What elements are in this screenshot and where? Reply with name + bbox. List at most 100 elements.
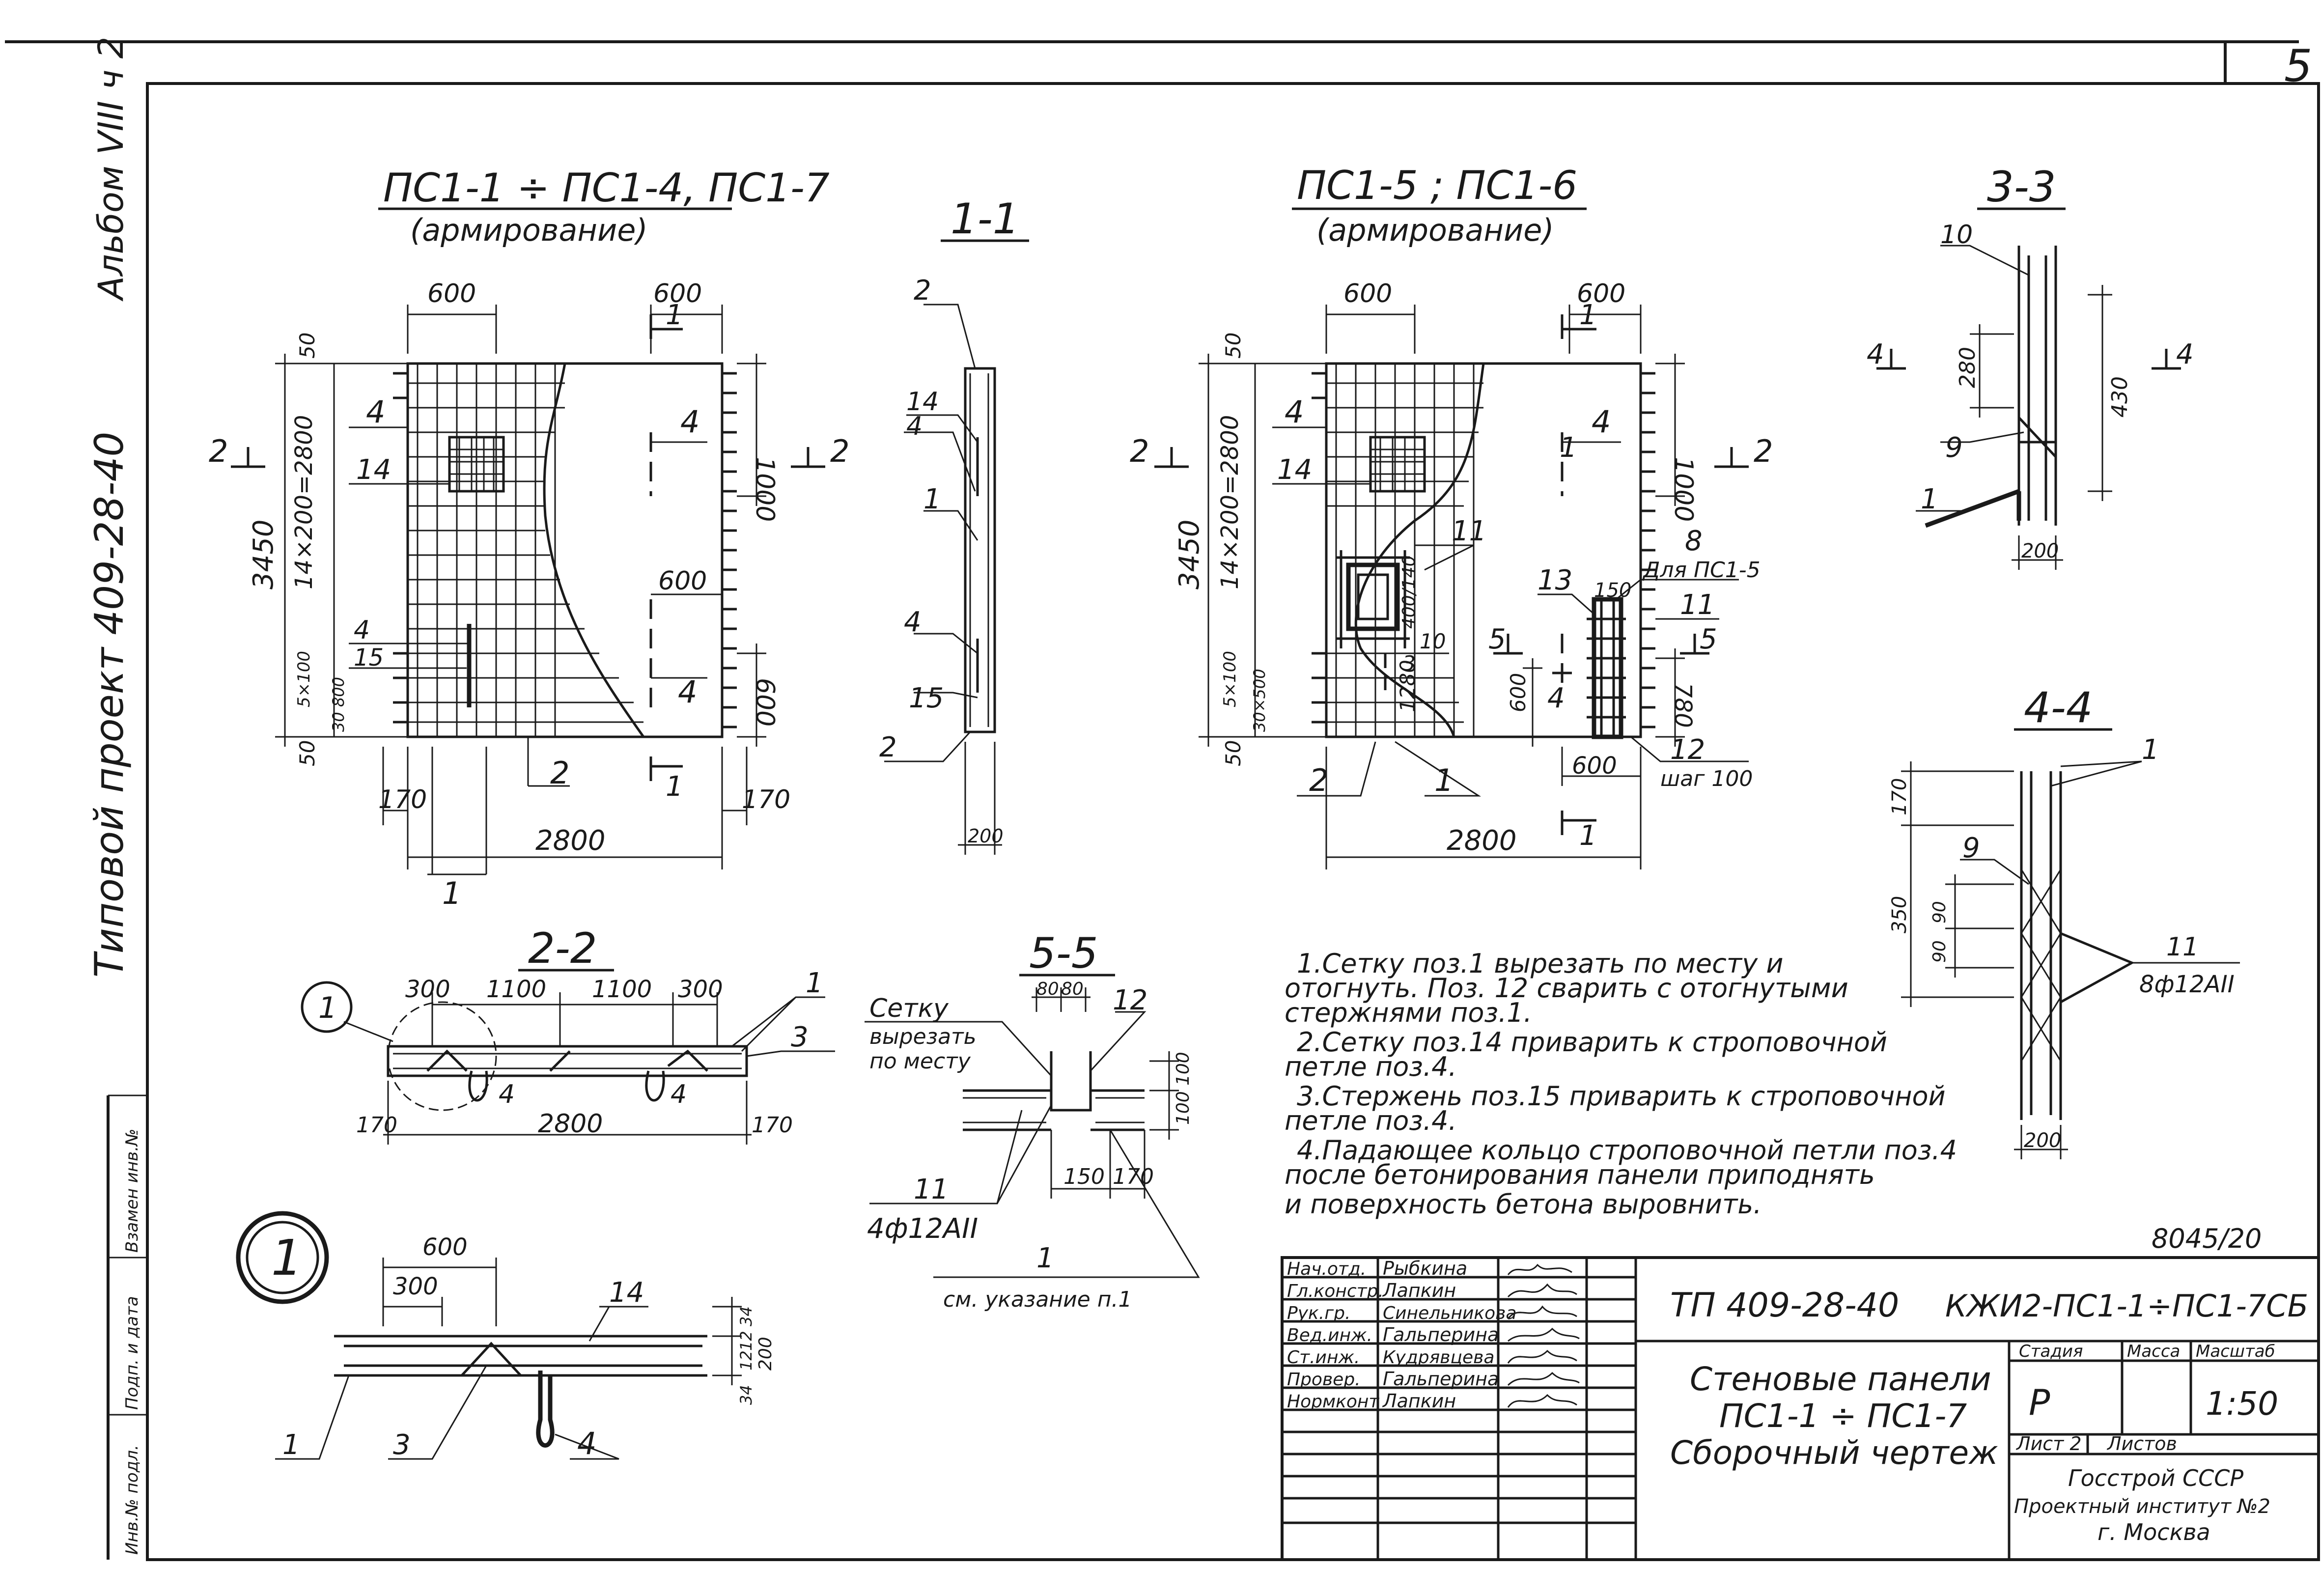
callout-11-2-top: 2 [914, 275, 931, 307]
dim-33-430: 430 [2107, 376, 2132, 418]
dim-22-300-a: 300 [405, 976, 450, 1003]
dim-n1-600: 600 [422, 1233, 468, 1261]
dim-44-90-a: 90 [1930, 901, 1950, 924]
dim-a-1000: 1000 [750, 457, 780, 522]
view-a: ПС1-1 ÷ ПС1-4, ПС1-7 (армирование) 600 6… [209, 165, 849, 911]
tb-role-6: Нормконт [1287, 1392, 1379, 1412]
dim-a-600-left: 600 [427, 279, 476, 308]
callout-44-11: 11 [2166, 932, 2199, 962]
callout-22-1-a: 1 [806, 967, 823, 999]
callout-33-10: 10 [1940, 220, 1973, 250]
section-2-2: 2-2 1 1 3 4 4 300 1100 1100 300 170 2800… [301, 924, 835, 1145]
callout-b-4-low: 4 [1547, 682, 1565, 714]
mesh-grid [408, 363, 645, 738]
dim-a-600-mid: 600 [658, 566, 707, 596]
callout-11-14: 14 [906, 387, 939, 417]
callout-a-15: 15 [354, 644, 384, 672]
callout-55-12: 12 [1113, 984, 1147, 1016]
callout-b-11: 11 [1452, 515, 1486, 547]
tb-mass-header: Масса [2127, 1342, 2180, 1361]
section-3-3-title: 3-3 [1987, 163, 2056, 212]
dim-22-1100-b: 1100 [592, 976, 652, 1003]
cut-b-1-top: 1 [1579, 299, 1597, 331]
callout-b-4-right: 4 [1592, 404, 1611, 440]
cut-b-5-left: 5 [1488, 623, 1506, 655]
dim-a-14x200: 14×200=2800 [290, 415, 318, 589]
note-line-7: петле поз.4. [1285, 1105, 1457, 1136]
tb-title-2: ПС1-1 ÷ ПС1-7 [1719, 1397, 1967, 1435]
note-b-for-ps15: Для ПС1-5 [1642, 558, 1761, 583]
tb-name-2: Синельникова [1383, 1303, 1516, 1323]
dim-a-170-right: 170 [742, 785, 790, 814]
dim-33-280: 280 [1955, 347, 1980, 388]
note-b-step100: шаг 100 [1660, 766, 1753, 791]
callout-a-14: 14 [356, 454, 391, 486]
callout-b-12: 12 [1670, 734, 1705, 766]
tb-org-3: г. Москва [2097, 1519, 2210, 1545]
dim-44-350: 350 [1888, 896, 1911, 933]
callout-b-1-mid: 1 [1560, 432, 1577, 464]
callout-a-4-right: 4 [680, 404, 699, 440]
dim-n1-200: 200 [755, 1337, 776, 1371]
dim-b-1280: 1280 [1396, 660, 1420, 712]
node-1-marker: 1 [271, 1229, 303, 1287]
section-1-1-title: 1-1 [951, 195, 1019, 244]
section-5-5: 5-5 Сетку вырезать по месту 12 80 80 100… [865, 929, 1200, 1312]
project-label: Типовой проект 409-28-40 [86, 432, 132, 978]
callout-11-2-bottom: 2 [879, 731, 897, 763]
sheet-corner-number: 5 [2284, 40, 2312, 92]
callout-44-8f12: 8ф12АII [2139, 971, 2235, 998]
note-line-2: отогнуть. Поз. 12 сварить с отогнутыми [1285, 973, 1848, 1004]
callout-55-note: см. указание п.1 [943, 1287, 1132, 1312]
cut-b-5-right: 5 [1700, 623, 1717, 655]
tb-title-1: Стеновые панели [1690, 1360, 1991, 1398]
cut-a-2-left: 2 [209, 433, 228, 469]
stamp-cell-inv: Инв.№ подл. [122, 1445, 142, 1555]
dim-22-1100-a: 1100 [486, 976, 546, 1003]
cut-b-2-left: 2 [1130, 433, 1149, 469]
dim-n1-12-b: 12 [737, 1350, 755, 1371]
callout-n1-14: 14 [609, 1277, 644, 1309]
section-5-5-title: 5-5 [1029, 929, 1098, 978]
callout-b-1: 1 [1434, 762, 1454, 798]
callout-b-3: 3 [1402, 651, 1416, 675]
callout-22-4-b: 4 [671, 1080, 687, 1109]
cut-a-2-right: 2 [830, 433, 849, 469]
dim-b-50-top: 50 [1221, 333, 1245, 359]
dim-a-3450: 3450 [248, 519, 280, 589]
dim-b-2800: 2800 [1447, 825, 1517, 857]
node-1: 1 600 300 14 1 3 4 34 12 12 200 34 [236, 1211, 776, 1461]
tb-name-5: Гальперина [1383, 1368, 1499, 1390]
view-a-subtitle: (армирование) [410, 212, 648, 248]
note-line-8: 4.Падающее кольцо строповочной петли поз… [1297, 1135, 1957, 1166]
callout-11-4-low: 4 [904, 606, 922, 638]
dim-22-2800: 2800 [538, 1109, 603, 1139]
dim-n1-34-top: 34 [737, 1306, 755, 1326]
callout-a-1: 1 [442, 875, 461, 911]
note-line-5: петле поз.4. [1285, 1051, 1457, 1082]
view-b-title: ПС1-5 ; ПС1-6 [1297, 163, 1577, 208]
callout-b-8: 8 [1685, 525, 1703, 557]
dim-b-3450: 3450 [1174, 519, 1205, 589]
callout-22-4-a: 4 [499, 1080, 515, 1109]
cut-33-4-left: 4 [1867, 338, 1884, 370]
dim-55-80-b: 80 [1061, 979, 1084, 999]
note-55-l3: по месту [869, 1049, 971, 1074]
title-block: Нач.отд. Гл.констр. Рук.гр. Вед.инж. Ст.… [1281, 1256, 2320, 1561]
tb-org-2: Проектный институт №2 [2014, 1495, 2270, 1518]
dim-b-400-140: 400/140 [1399, 555, 1419, 629]
dim-b-5x100: 5×100 [1220, 651, 1240, 707]
tb-sheets-label: Листов [2106, 1433, 2177, 1455]
dim-a-30-800: 30 800 [329, 677, 348, 732]
callout-55-1: 1 [1036, 1242, 1054, 1274]
doc-number: 8045/20 [2152, 1223, 2262, 1254]
tb-role-2: Рук.гр. [1287, 1303, 1350, 1323]
tb-code-right: КЖИ2-ПС1-1÷ПС1-7СБ [1945, 1288, 2308, 1324]
tb-sheet-label: Лист 2 [2015, 1433, 2082, 1455]
callout-22-3: 3 [791, 1021, 809, 1053]
dim-55-80-a: 80 [1036, 979, 1059, 999]
view-a-title: ПС1-1 ÷ ПС1-4, ПС1-7 [383, 165, 830, 211]
note-line-3: стержнями поз.1. [1285, 997, 1532, 1028]
dim-n1-300: 300 [393, 1273, 438, 1300]
callout-11-15: 15 [909, 682, 944, 714]
